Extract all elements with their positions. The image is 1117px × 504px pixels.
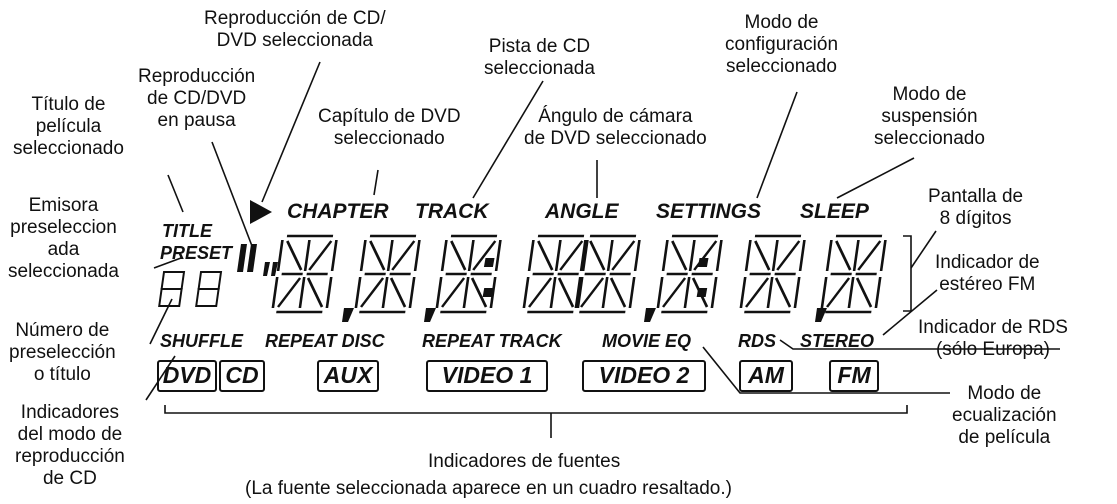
source-fm: FM (829, 360, 879, 392)
leader-stereo (882, 289, 938, 336)
play-icon (250, 200, 272, 224)
leader-title (167, 174, 184, 213)
indicator-rds: RDS (738, 331, 777, 351)
indicator-sleep: SLEEP (800, 200, 869, 223)
source-aux: AUX (317, 360, 379, 392)
leader-preset-station (153, 257, 182, 269)
source-video-2: VIDEO 2 (582, 360, 706, 392)
leader-chapter (373, 169, 379, 196)
display-bracket (903, 235, 912, 312)
segment-digit-icon (656, 234, 723, 314)
segment-digit-icon (820, 234, 887, 314)
indicator-shuffle: SHUFFLE (160, 331, 243, 351)
indicator-angle: ANGLE (545, 200, 619, 223)
leader-settings (756, 91, 798, 199)
leader-track (472, 80, 544, 199)
leader-play (261, 61, 321, 203)
indicator-settings: SETTINGS (656, 200, 762, 223)
pause-icon (237, 244, 247, 272)
label-cd-dvd-play: Reproducción de CD/DVD seleccionada (204, 8, 386, 51)
indicator-repeat-disc: REPEAT DISC (265, 331, 385, 351)
preset-digits (158, 271, 223, 307)
digit-separators (342, 258, 827, 322)
indicator-preset: PRESET (160, 243, 233, 263)
leader-cd-mode (145, 355, 176, 401)
eight-digit-display (271, 234, 887, 314)
segment-digit-icon (522, 234, 589, 314)
source-cd: CD (219, 360, 265, 392)
source-dvd: DVD (157, 360, 217, 392)
indicator-repeat-track: REPEAT TRACK (422, 331, 562, 351)
segment-digit-icon (354, 234, 421, 314)
leader-movie-eq (702, 346, 950, 394)
leader-display (910, 230, 937, 269)
label-source-indicators: Indicadores de fuentes (428, 451, 621, 472)
segment-digit-icon (739, 234, 806, 314)
indicator-movie-eq: MOVIE EQ (602, 331, 692, 351)
indicator-track: TRACK (415, 200, 489, 223)
segment-digit-icon (271, 234, 338, 314)
indicator-title: TITLE (162, 221, 212, 241)
source-bracket (164, 405, 908, 414)
label-source-note: (La fuente seleccionada aparece en un cu… (245, 478, 732, 499)
segment-digit-icon (574, 234, 641, 314)
leader-rds (779, 339, 1060, 350)
leader-sleep (836, 157, 915, 199)
source-video-1: VIDEO 1 (426, 360, 548, 392)
segment-digit-icon (435, 234, 502, 314)
indicator-chapter: CHAPTER (287, 200, 389, 223)
source-am: AM (739, 360, 793, 392)
indicator-stereo: STEREO (800, 331, 875, 351)
leader-pause (211, 141, 253, 247)
label-rds: Indicador de RDS(sólo Europa) (918, 317, 1068, 360)
